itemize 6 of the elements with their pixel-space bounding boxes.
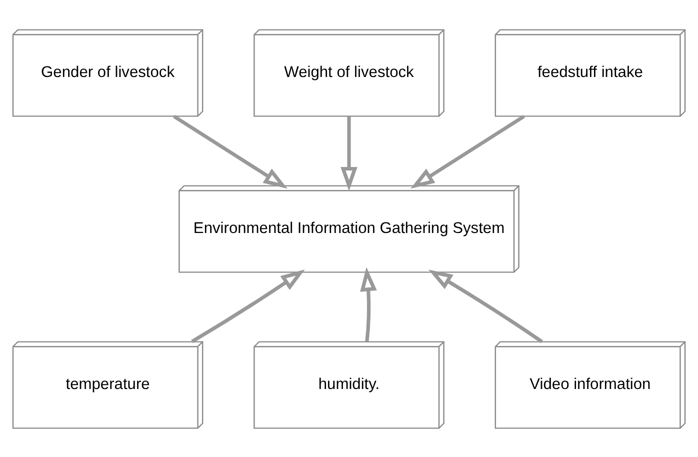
arrow	[428, 269, 544, 343]
arrow	[360, 266, 377, 342]
arrow	[340, 116, 358, 190]
arrow	[410, 114, 525, 188]
arrow	[191, 269, 305, 343]
arrow	[173, 114, 288, 188]
